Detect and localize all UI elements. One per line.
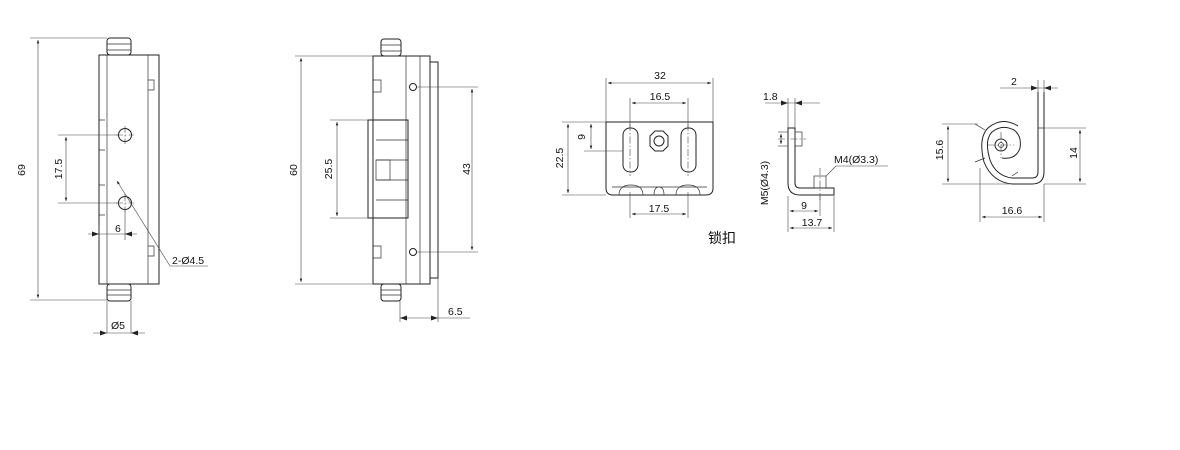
pin-top	[106, 37, 132, 56]
dim-label-side-height: 60	[288, 164, 300, 176]
slot-left	[622, 127, 639, 173]
dim-label-thread-m4: M4(Ø3.3)	[834, 154, 878, 166]
pin-bottom	[380, 283, 402, 302]
hinge-curl-profile	[986, 92, 1039, 179]
dim-label-slot-pitch-bottom: 17.5	[649, 203, 670, 215]
slot-right	[680, 127, 697, 173]
latch-side-view: 1.8 M5(Ø4.3) M4(Ø3.3) 9 13.7	[759, 91, 888, 232]
dim-label-hole-spacing: 17.5	[53, 159, 65, 180]
latch-plate-outline	[605, 121, 714, 196]
dim-label-depth: 6.5	[448, 306, 463, 318]
dim-label-holes: 2-Ø4.5	[172, 255, 204, 267]
hex-nut	[649, 130, 669, 152]
dim-label-slot-pitch-top: 16.5	[650, 91, 671, 103]
dim-label-hole-offset: 6	[115, 223, 121, 235]
dim-label-knuckle-span: 25.5	[323, 159, 335, 180]
pin-top	[380, 38, 402, 57]
dim-label-thread-m5: M5(Ø4.3)	[759, 161, 771, 205]
dim-label-latch-width: 32	[654, 70, 666, 82]
latch-front-view: 32 16.5 17.5 9 22.5 锁扣	[554, 70, 736, 246]
hinge-curl-view: 2 15.6 14 16.6	[934, 76, 1086, 222]
hinge-side-view: 60 25.5 43 6.5	[288, 38, 478, 322]
dim-label-hole-pitch: 43	[461, 163, 473, 175]
dim-label-height-a: 15.6	[934, 140, 946, 161]
dim-label-slot-height: 9	[576, 134, 588, 140]
dim-label-gap: 2	[1011, 76, 1017, 88]
dim-label-thickness: 1.8	[763, 91, 778, 103]
hinge-front-view: 69 17.5 6 2-Ø4.5 Ø5	[16, 37, 208, 336]
dim-label-height-b: 14	[1068, 147, 1080, 159]
hinge-leaf-outline	[98, 54, 160, 285]
caption-latch: 锁扣	[708, 230, 736, 246]
dim-label-pin-dia: Ø5	[111, 320, 125, 332]
dim-label-curl-width: 16.6	[1002, 205, 1023, 217]
bracket-profile	[787, 127, 835, 196]
pin-bottom	[106, 283, 132, 302]
dim-label-latch-depth: 13.7	[802, 217, 823, 229]
dim-label-latch-height: 22.5	[554, 148, 566, 169]
dim-label-height: 69	[16, 164, 28, 176]
hinge-side-outline	[372, 55, 431, 285]
dim-label-offset: 9	[801, 200, 807, 212]
